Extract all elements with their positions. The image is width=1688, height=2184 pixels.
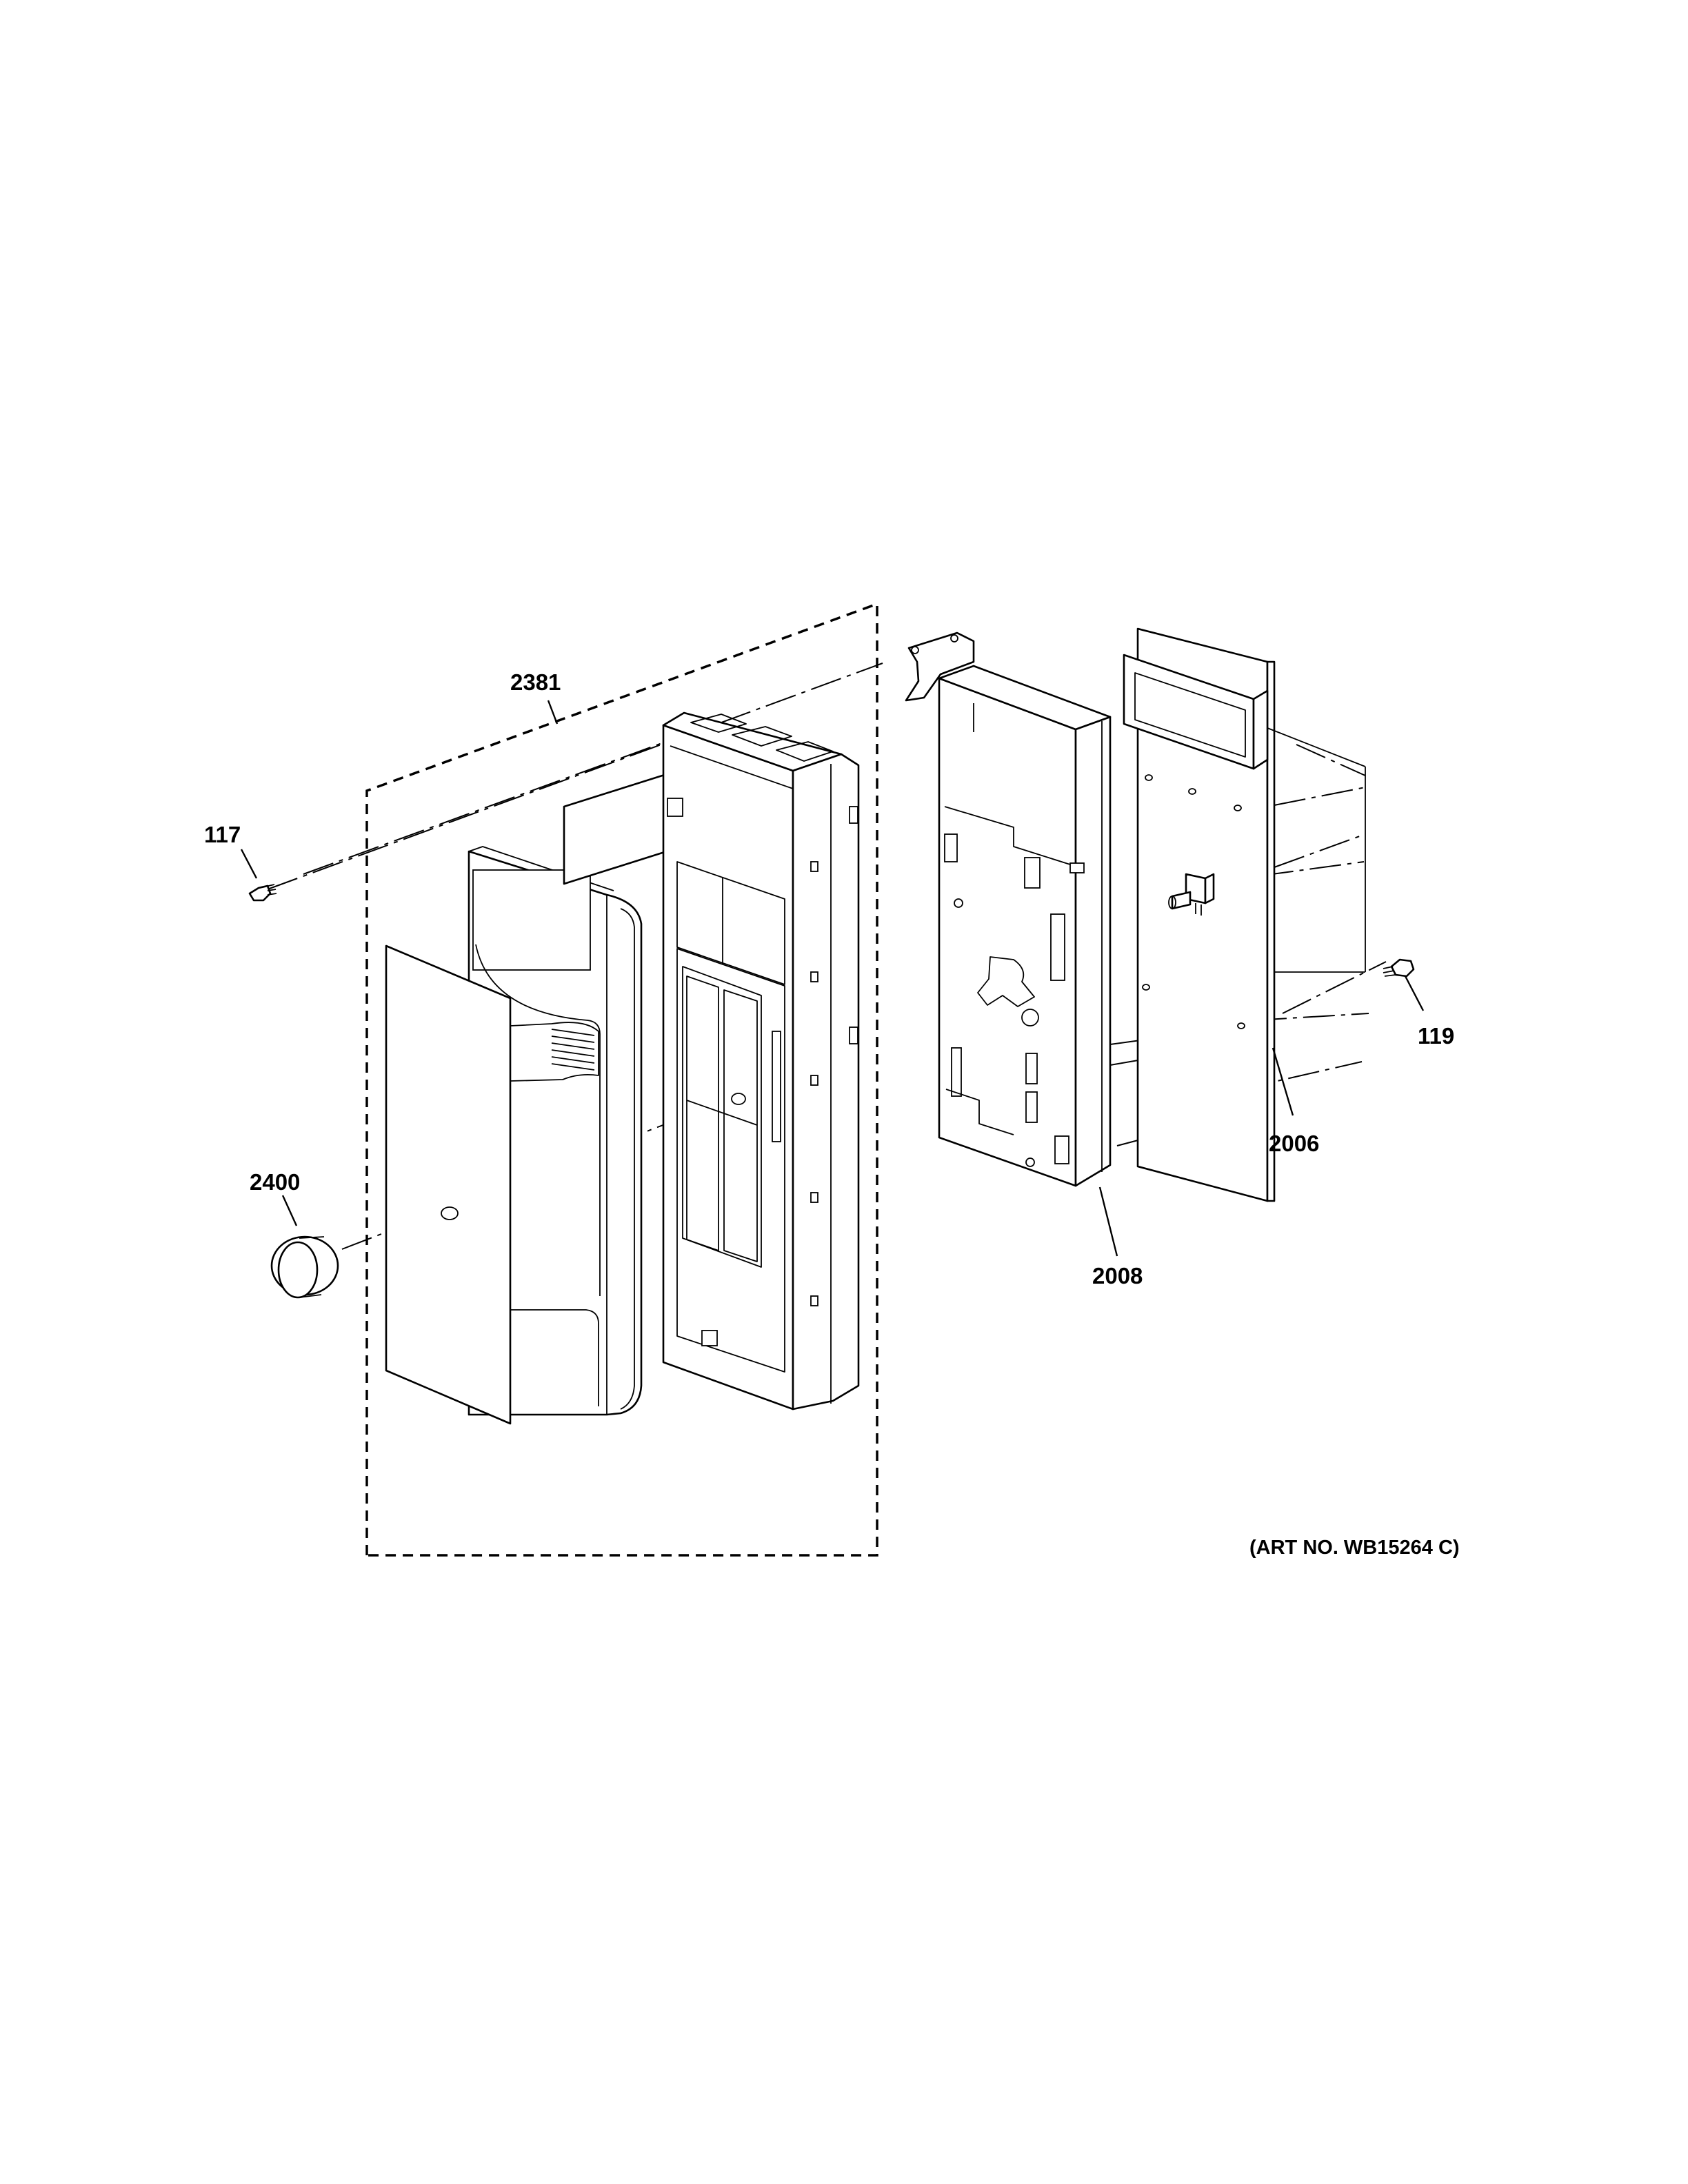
callout-2008: 2008	[1092, 1263, 1143, 1288]
kit-2381-boundary	[365, 602, 878, 1557]
window-film	[563, 772, 670, 885]
control-panel-frame	[468, 846, 643, 1416]
keypad-membrane	[385, 944, 599, 1425]
screw-119	[1383, 958, 1425, 1011]
screw-117	[240, 849, 277, 902]
callout-117: 117	[204, 822, 241, 847]
callout-119: 119	[1418, 1023, 1454, 1049]
control-housing	[662, 711, 860, 1410]
pcb-2006	[1123, 627, 1366, 1202]
knob-2400	[270, 1195, 339, 1299]
callout-2400: 2400	[250, 1169, 300, 1195]
bracket-2008	[905, 631, 1118, 1257]
callout-2381: 2381	[510, 669, 561, 695]
art-number: (ART NO. WB15264 C)	[1249, 1537, 1460, 1559]
callout-2006: 2006	[1269, 1131, 1319, 1156]
